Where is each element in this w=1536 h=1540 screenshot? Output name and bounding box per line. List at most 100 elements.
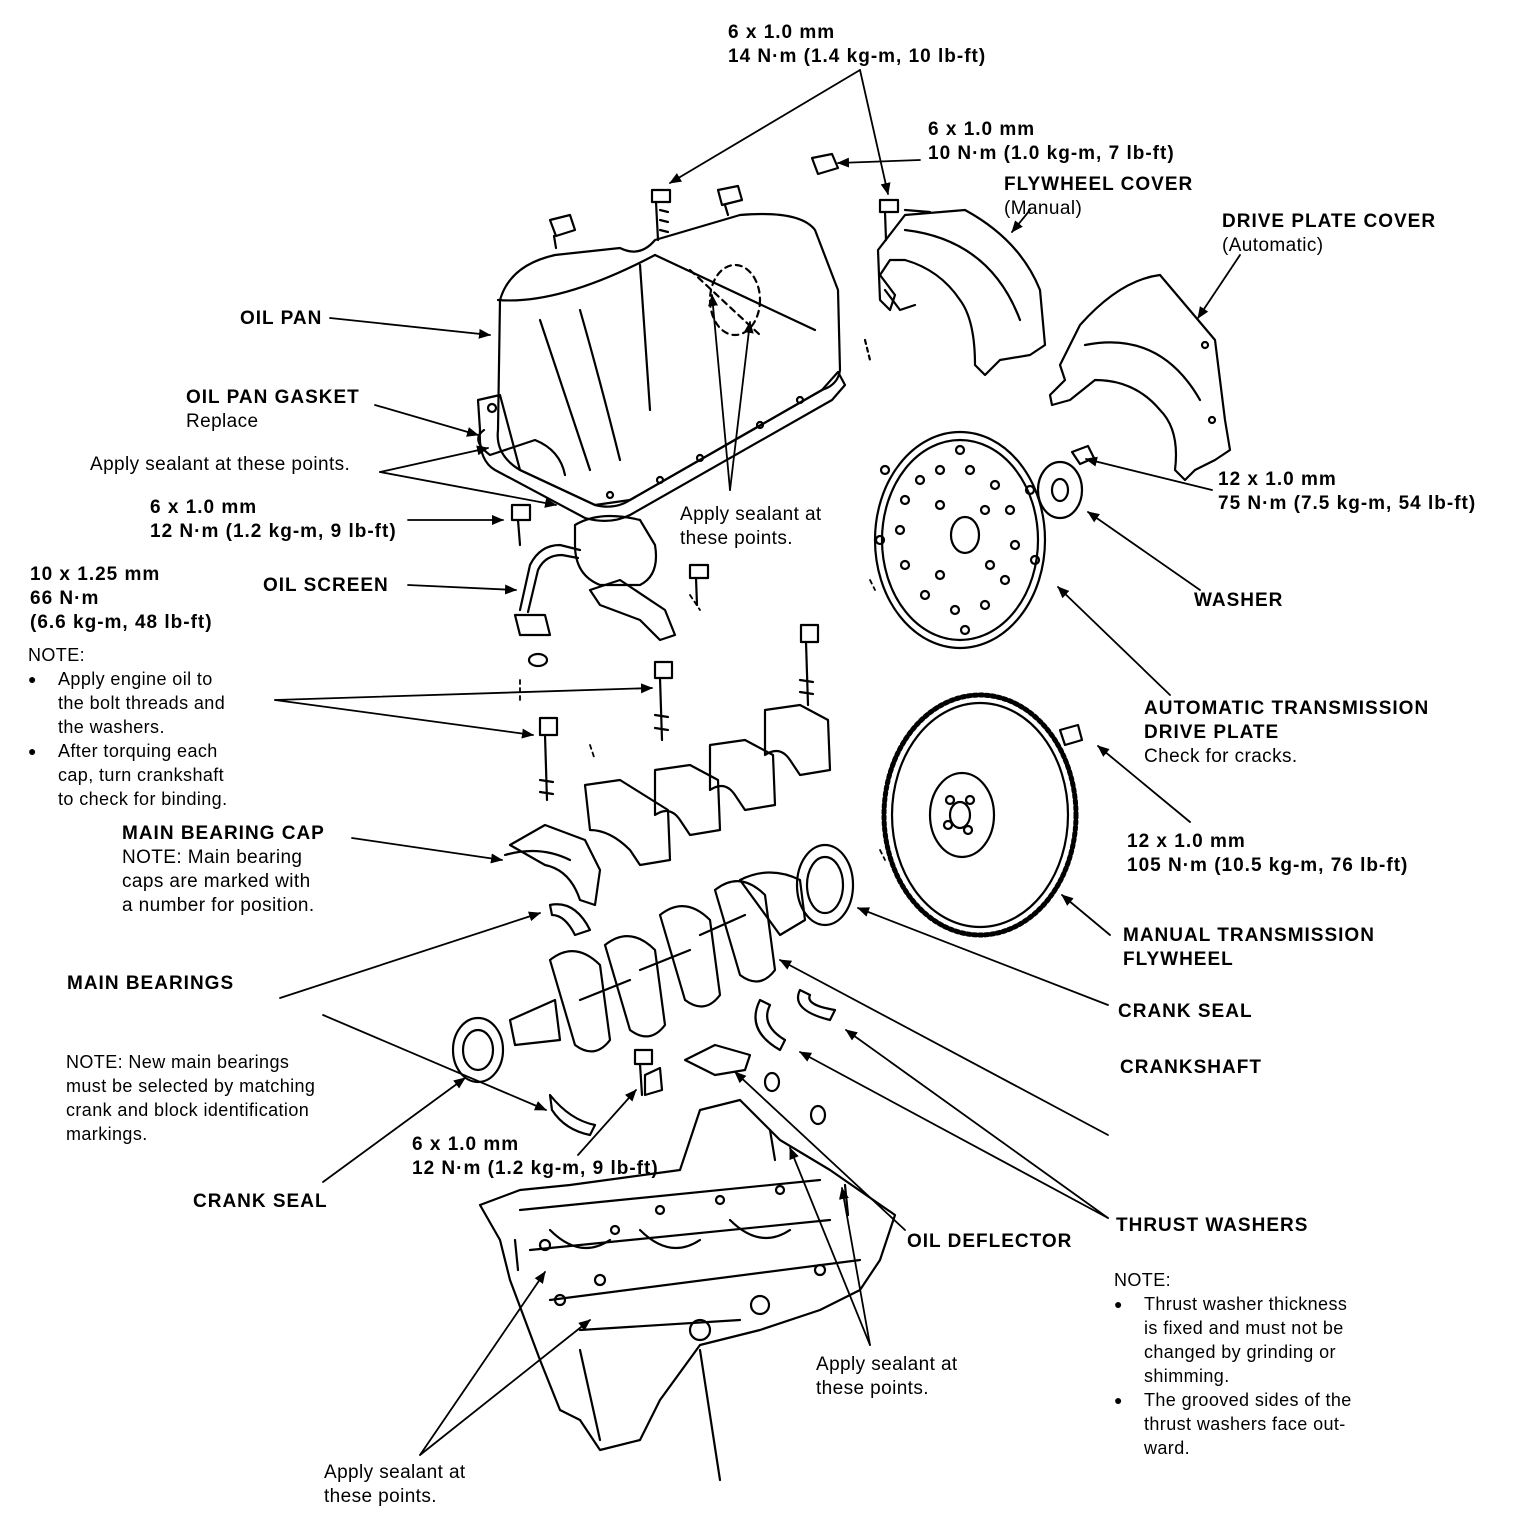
def-bolt-torque: 12 N·m (1.2 kg-m, 9 lb-ft) xyxy=(412,1158,659,1179)
drive-plate-cover-label: DRIVE PLATE COVER (Automatic) xyxy=(1222,210,1436,258)
flywheel-cover-label: FLYWHEEL COVER (Manual) xyxy=(1004,173,1193,221)
top-bolt-spec: 6 x 1.0 mm 14 N·m (1.4 kg-m, 10 lb-ft) xyxy=(728,21,986,69)
thrust-washers-label: THRUST WASHERS xyxy=(1116,1215,1309,1236)
bolt-note-1-line2: the bolt threads and xyxy=(58,693,226,713)
tw-note-item-2: ● The grooved sides of the thrust washer… xyxy=(1114,1388,1352,1460)
mb-note-line3: crank and block identification xyxy=(66,1100,310,1120)
dp-bolt-torque: 75 N·m (7.5 kg-m, 54 lb-ft) xyxy=(1218,493,1477,514)
drive-plate-cover-sub: (Automatic) xyxy=(1222,235,1324,256)
main-bearing-cap-bolts xyxy=(538,623,820,802)
bolt-note-2-line1: After torquing each xyxy=(58,741,218,761)
tw-note-2-line1: The grooved sides of the xyxy=(1144,1390,1352,1410)
bullet-icon: ● xyxy=(1114,1296,1123,1312)
oil-screen xyxy=(510,503,710,668)
crank-seal-front xyxy=(451,1016,505,1084)
tw-note-1-line1: Thrust washer thickness xyxy=(1144,1294,1348,1314)
crank-seal-right-label: CRANK SEAL xyxy=(1118,1001,1253,1022)
apply-sealant-block-line2: these points. xyxy=(816,1378,929,1399)
tw-note-2-line3: ward. xyxy=(1144,1438,1191,1458)
deflector-bolt-spec: 6 x 1.0 mm 12 N·m (1.2 kg-m, 9 lb-ft) xyxy=(412,1133,659,1181)
oil-pan-gasket-title: OIL PAN GASKET xyxy=(186,387,360,408)
tw-note-1-line4: shimming. xyxy=(1144,1366,1230,1386)
screen-bolt-torque-line1: 66 N·m xyxy=(30,588,100,609)
apply-sealant-bottom-line1: Apply sealant at xyxy=(324,1462,466,1483)
oil-deflector xyxy=(633,1043,827,1126)
pan-bolt-spec: 6 x 1.0 mm 12 N·m (1.2 kg-m, 9 lb-ft) xyxy=(150,496,397,544)
bullet-icon: ● xyxy=(1114,1392,1123,1408)
screen-bolt-spec: 10 x 1.25 mm 66 N·m (6.6 kg-m, 48 lb-ft) xyxy=(30,563,213,635)
dp-bolt-size: 12 x 1.0 mm xyxy=(1218,469,1337,490)
mtf-line2: FLYWHEEL xyxy=(1123,949,1234,970)
main-bearing-caps xyxy=(503,703,832,907)
atdp-line1: AUTOMATIC TRANSMISSION xyxy=(1144,698,1430,719)
fw-bolt-torque: 105 N·m (10.5 kg-m, 76 lb-ft) xyxy=(1127,855,1409,876)
oil-deflector-label: OIL DEFLECTOR xyxy=(907,1231,1073,1252)
crank-seal-rear xyxy=(795,843,855,927)
crankshaft-label: CRANKSHAFT xyxy=(1120,1057,1262,1078)
fw-bolt-size: 12 x 1.0 mm xyxy=(1127,831,1246,852)
fw-bolt-spec: 12 x 1.0 mm 105 N·m (10.5 kg-m, 76 lb-ft… xyxy=(1127,830,1408,878)
mbc-note-line3: a number for position. xyxy=(122,895,315,916)
top-bolt-torque: 14 N·m (1.4 kg-m, 10 lb-ft) xyxy=(728,46,987,67)
tw-note-2-line2: thrust washers face out- xyxy=(1144,1414,1346,1434)
manual-flywheel-label: MANUAL TRANSMISSION FLYWHEEL xyxy=(1123,924,1375,972)
atdp-sub: Check for cracks. xyxy=(1144,746,1298,767)
tw-note-1-line3: changed by grinding or xyxy=(1144,1342,1336,1362)
tw-note-item-1: ● Thrust washer thickness is fixed and m… xyxy=(1114,1292,1352,1388)
mb-note-line1: NOTE: New main bearings xyxy=(66,1052,290,1072)
washer-label: WASHER xyxy=(1194,590,1284,611)
apply-sealant-mid-label: Apply sealant at these points. xyxy=(680,503,822,551)
bullet-icon: ● xyxy=(28,671,37,687)
top-bolt-size: 6 x 1.0 mm xyxy=(728,22,836,43)
mtf-line1: MANUAL TRANSMISSION xyxy=(1123,925,1375,946)
bearing-shells xyxy=(548,903,837,1137)
oil-screen-label: OIL SCREEN xyxy=(263,575,389,596)
oil-pan xyxy=(496,212,842,508)
tw-note-heading: NOTE: xyxy=(1114,1270,1172,1290)
bullet-icon: ● xyxy=(28,743,37,759)
leader-lines xyxy=(274,69,1241,1456)
apply-sealant-mid-line2: these points. xyxy=(680,528,793,549)
mbc-note-line1: NOTE: Main bearing xyxy=(122,847,303,868)
bolt-note-heading: NOTE: xyxy=(28,645,86,665)
apply-sealant-block-label: Apply sealant at these points. xyxy=(816,1353,958,1401)
mbc-note-line2: caps are marked with xyxy=(122,871,311,892)
oil-pan-gasket-sub: Replace xyxy=(186,411,259,432)
apply-sealant-bottom-label: Apply sealant at these points. xyxy=(324,1461,466,1509)
flywheel-cover-title: FLYWHEEL COVER xyxy=(1004,174,1194,195)
automatic-drive-plate-label: AUTOMATIC TRANSMISSION DRIVE PLATE Check… xyxy=(1144,697,1429,769)
cover-bolt-spec: 6 x 1.0 mm 10 N·m (1.0 kg-m, 7 lb-ft) xyxy=(928,118,1175,166)
crankshaft xyxy=(508,871,807,1053)
thrust-washer-note: NOTE: ● Thrust washer thickness is fixed… xyxy=(1114,1268,1352,1460)
tw-note-1-line2: is fixed and must not be xyxy=(1144,1318,1344,1338)
pan-bolt-size: 6 x 1.0 mm xyxy=(150,497,258,518)
screen-bolt-torque-line2: (6.6 kg-m, 48 lb-ft) xyxy=(30,612,213,633)
bolt-note-1-line1: Apply engine oil to xyxy=(58,669,213,689)
washer xyxy=(1036,444,1096,520)
drive-plate xyxy=(873,430,1047,650)
cover-bolt-torque: 10 N·m (1.0 kg-m, 7 lb-ft) xyxy=(928,143,1175,164)
main-bearings-note: NOTE: New main bearings must be selected… xyxy=(66,1050,315,1146)
main-bearings-label: MAIN BEARINGS xyxy=(67,973,235,994)
mb-note-line2: must be selected by matching xyxy=(66,1076,316,1096)
pan-bolt-torque: 12 N·m (1.2 kg-m, 9 lb-ft) xyxy=(150,521,397,542)
flywheel-cover xyxy=(876,208,1047,377)
oil-pan-gasket xyxy=(476,370,847,522)
def-bolt-size: 6 x 1.0 mm xyxy=(412,1134,520,1155)
bolt-note-2-line2: cap, turn crankshaft xyxy=(58,765,225,785)
bolt-note: NOTE: ● Apply engine oil to the bolt thr… xyxy=(28,643,228,811)
dp-bolt-spec: 12 x 1.0 mm 75 N·m (7.5 kg-m, 54 lb-ft) xyxy=(1218,468,1476,516)
flywheel-cover-sub: (Manual) xyxy=(1004,198,1083,219)
drive-plate-cover xyxy=(1048,273,1232,482)
mb-note-line4: markings. xyxy=(66,1124,148,1144)
apply-sealant-bottom-line2: these points. xyxy=(324,1486,437,1507)
apply-sealant-left-label: Apply sealant at these points. xyxy=(90,454,351,475)
main-bearing-cap-label: MAIN BEARING CAP NOTE: Main bearing caps… xyxy=(122,822,325,918)
crank-seal-left-label: CRANK SEAL xyxy=(193,1191,328,1212)
oil-pan-bolts xyxy=(548,152,900,362)
main-bearing-cap-title: MAIN BEARING CAP xyxy=(122,823,325,844)
bolt-note-item-2: ● After torquing each cap, turn cranksha… xyxy=(28,739,228,811)
screen-bolt-size: 10 x 1.25 mm xyxy=(30,564,161,585)
bolt-note-item-1: ● Apply engine oil to the bolt threads a… xyxy=(28,667,228,739)
